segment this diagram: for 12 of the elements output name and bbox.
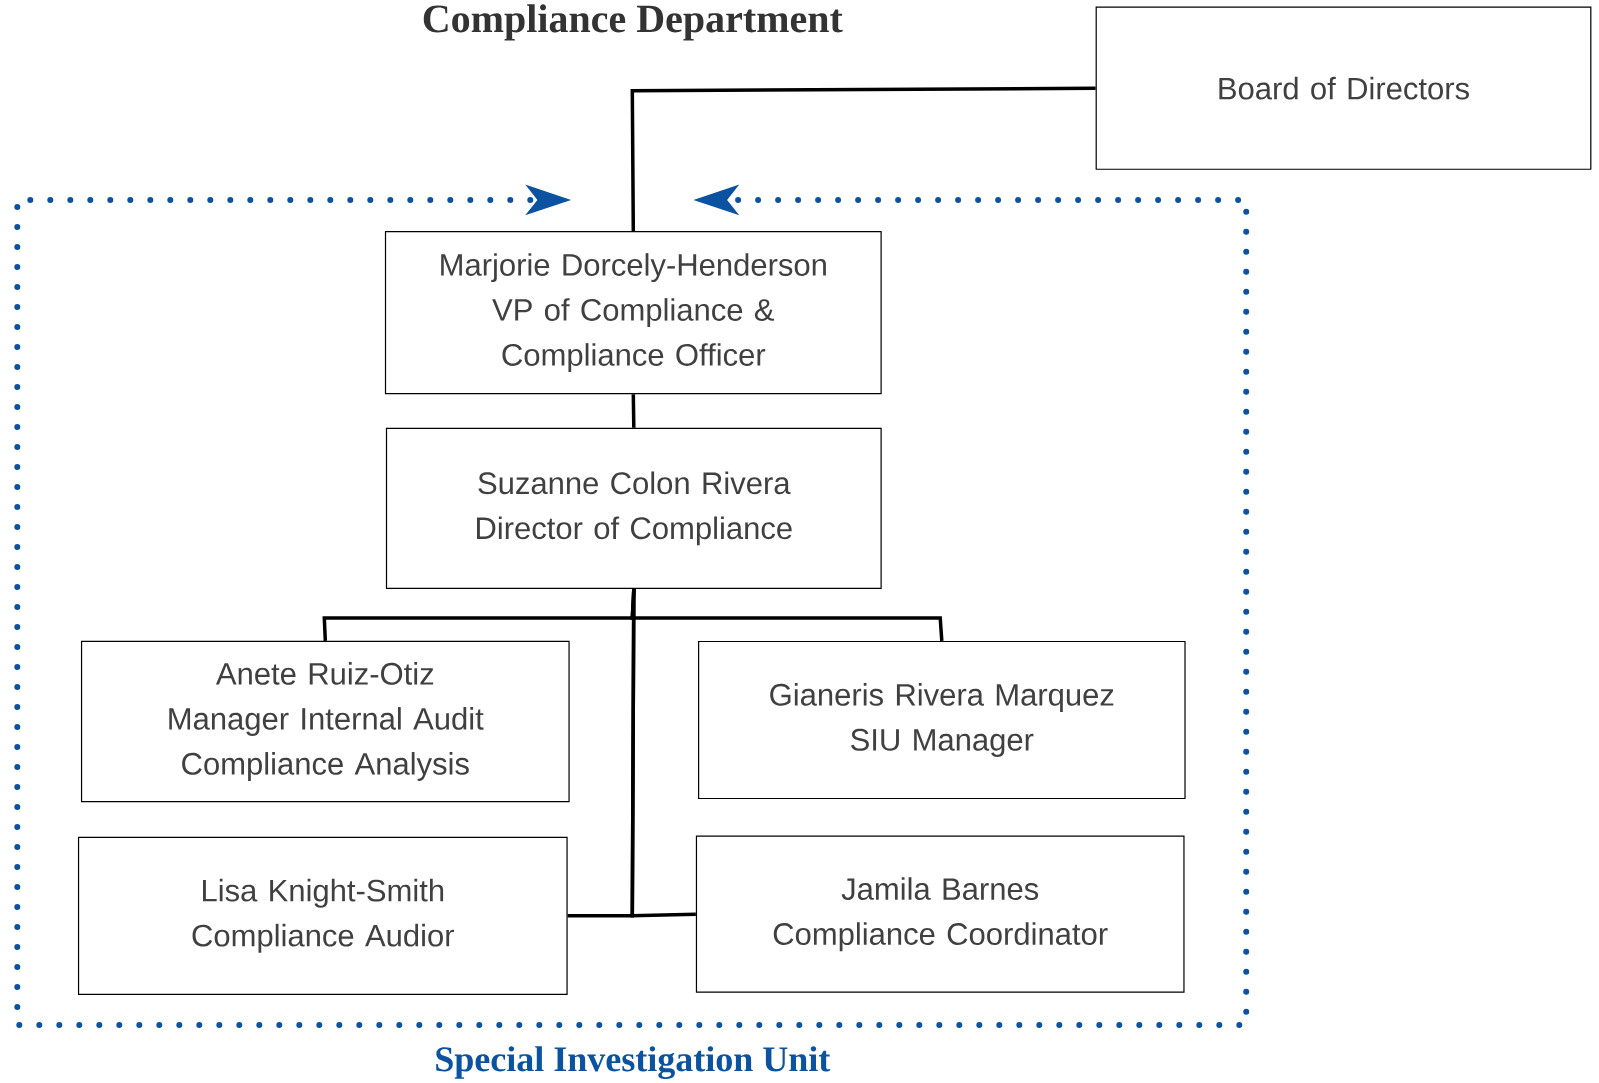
person-box: Marjorie Dorcely-Henderson VP of Compliance & Compliance Officer (384, 230, 882, 395)
connector-line (630, 86, 1096, 231)
person-box: Lisa Knight-Smith Compliance Audior (77, 836, 568, 995)
node-label: Special Investigation Unit (436, 1046, 831, 1080)
person-box: Suzanne Colon Rivera Director of Compliance (385, 427, 882, 590)
person-box: Anete Ruiz-Otiz Manager Internal Audit Compliance Analysis (80, 640, 570, 803)
connector-line (631, 394, 636, 428)
person-box: Gianeris Rivera Marquez SIU Manager (698, 640, 1186, 800)
person-box: Board of Directors (1095, 6, 1592, 170)
person-box: Jamila Barnes Compliance Coordinator (695, 835, 1185, 993)
title: Compliance Department (423, 4, 843, 41)
connector-line (630, 589, 696, 918)
